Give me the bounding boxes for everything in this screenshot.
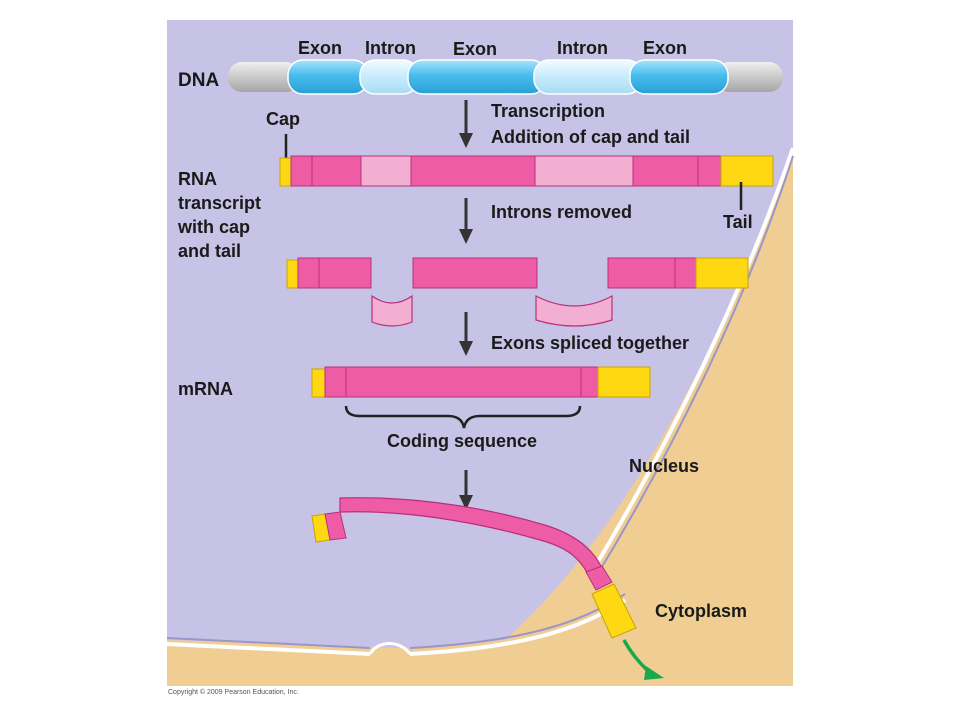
piece-exon-1a xyxy=(297,257,321,289)
piece-exon-3b xyxy=(674,257,698,289)
cytoplasm-region xyxy=(167,148,793,686)
label-cytoplasm: Cytoplasm xyxy=(655,601,747,621)
exported-mrna-exon-3 xyxy=(585,565,613,591)
nuclear-envelope-outer xyxy=(588,147,795,577)
rna-tail xyxy=(720,155,774,187)
label-mrna: mRNA xyxy=(178,379,233,399)
dna-end-right xyxy=(715,62,783,92)
exported-mrna-exon-1 xyxy=(324,511,347,541)
piece-exon-2 xyxy=(412,257,538,289)
exported-mrna xyxy=(311,497,637,639)
removed-intron-2 xyxy=(535,294,613,327)
label-rna-line3: with cap xyxy=(177,217,250,237)
label-dna: DNA xyxy=(178,70,219,91)
mrna-exon-3 xyxy=(580,366,600,398)
step-addition: Addition of cap and tail xyxy=(491,127,690,147)
exported-mrna-tail xyxy=(591,583,637,639)
step-introns-removed: Introns removed xyxy=(491,202,632,222)
dna-bar xyxy=(228,59,783,95)
dna-end-left xyxy=(228,62,300,92)
mrna-exon-1 xyxy=(324,366,348,398)
piece-tail xyxy=(695,257,749,289)
label-exon-1: Exon xyxy=(298,38,342,58)
coding-sequence-brace xyxy=(344,405,582,429)
mrna-coding xyxy=(345,366,583,398)
dna-exon-1 xyxy=(287,59,369,95)
mrna-cap xyxy=(311,368,327,398)
dna-exon-3 xyxy=(629,59,729,95)
green-arrow xyxy=(622,639,664,680)
label-exon-2: Exon xyxy=(453,39,497,59)
rna-intron-2 xyxy=(534,155,635,187)
label-rna-line2: transcript xyxy=(178,193,261,213)
step-transcription: Transcription xyxy=(491,101,605,121)
label-rna-line1: RNA xyxy=(178,169,217,189)
arrow-introns-removed xyxy=(459,198,473,244)
rna-exon-1b xyxy=(311,155,363,187)
mrna-strand xyxy=(311,366,651,398)
step-exons-spliced: Exons spliced together xyxy=(491,333,689,353)
rna-exon-3a xyxy=(632,155,700,187)
label-tail: Tail xyxy=(723,212,753,232)
label-intron-1: Intron xyxy=(365,38,416,58)
rna-intron-1 xyxy=(360,155,413,187)
removed-intron-1 xyxy=(371,294,413,327)
label-coding-sequence: Coding sequence xyxy=(387,431,537,451)
piece-exon-1b xyxy=(318,257,372,289)
dna-exon-2 xyxy=(407,59,547,95)
piece-exon-3a xyxy=(607,257,677,289)
rna-transcript xyxy=(279,155,774,187)
spliced-pieces xyxy=(286,257,749,327)
copyright-notice: Copyright © 2009 Pearson Education, Inc. xyxy=(168,689,299,696)
arrow-export xyxy=(459,470,473,510)
label-cap: Cap xyxy=(266,109,300,129)
label-exon-3: Exon xyxy=(643,38,687,58)
arrow-exons-spliced xyxy=(459,312,473,356)
rna-exon-2 xyxy=(410,155,537,187)
rna-cap xyxy=(279,157,293,187)
nuclear-pore xyxy=(368,642,412,655)
nuclear-envelope-inner xyxy=(593,155,794,581)
label-rna-line4: and tail xyxy=(178,241,241,261)
mrna-tail xyxy=(597,366,651,398)
label-nucleus: Nucleus xyxy=(629,456,699,476)
arrow-transcription xyxy=(459,100,473,148)
piece-cap xyxy=(286,259,300,289)
rna-exon-3b xyxy=(697,155,723,187)
dna-intron-2 xyxy=(533,59,643,95)
rna-exon-1a xyxy=(290,155,314,187)
label-intron-2: Intron xyxy=(557,38,608,58)
